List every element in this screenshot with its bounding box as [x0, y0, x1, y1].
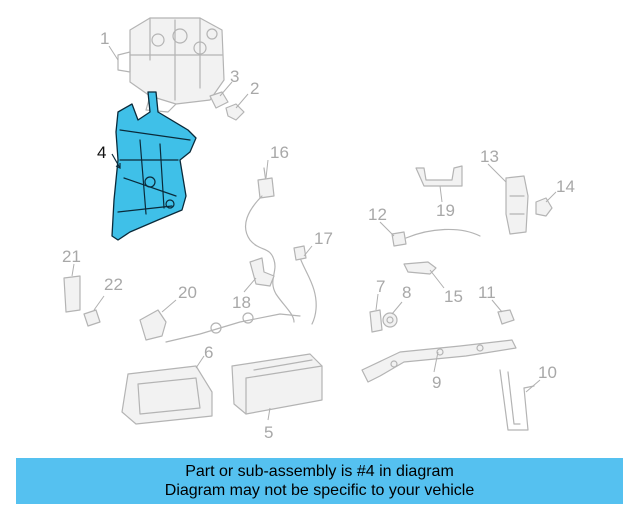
part-9-rail-bracket [361, 339, 517, 383]
part-19-clip [415, 165, 463, 187]
callout-5: 5 [264, 423, 273, 442]
part-4-bracket-highlighted [111, 91, 197, 241]
part-5-box [231, 353, 323, 415]
part-10-u-bracket [499, 369, 535, 431]
part-14-connector [535, 197, 553, 217]
part-11-clip [497, 309, 515, 325]
part-16-sensor-cable [245, 167, 295, 323]
part-12-sensor [391, 228, 481, 247]
callout-10: 10 [538, 363, 557, 382]
callout-3: 3 [230, 67, 239, 86]
part-1-abs-unit [117, 17, 225, 113]
callout-1: 1 [100, 29, 109, 48]
part-6-control-module [121, 365, 213, 425]
part-15-bracket [403, 261, 437, 275]
callout-labels: 1 2 3 4 5 6 7 8 9 10 11 12 13 14 15 16 1… [62, 29, 575, 442]
callout-4: 4 [97, 143, 106, 162]
leader-lines [71, 45, 557, 421]
part-7-sensor [369, 309, 383, 333]
callout-8: 8 [402, 283, 411, 302]
callout-11: 11 [478, 283, 496, 302]
callout-17: 17 [314, 229, 333, 248]
callout-13: 13 [480, 147, 499, 166]
callout-19: 19 [436, 201, 455, 220]
callout-20: 20 [178, 283, 197, 302]
banner-part-line: Part or sub-assembly is #4 in diagram [185, 463, 454, 480]
parts-diagram: 1 2 3 4 5 6 7 8 9 10 11 12 13 14 15 16 1… [62, 17, 575, 442]
part-21-bracket [63, 275, 81, 313]
callout-7: 7 [376, 277, 385, 296]
callout-12: 12 [368, 205, 387, 224]
part-20-clip [139, 309, 167, 341]
part-13-module [505, 175, 529, 235]
callout-9: 9 [432, 373, 441, 392]
banner-disclaimer-line: Diagram may not be specific to your vehi… [164, 482, 475, 499]
callout-18: 18 [232, 293, 251, 312]
callout-14: 14 [556, 177, 575, 196]
part-22-clip [83, 309, 101, 327]
callout-6: 6 [204, 343, 213, 362]
callout-21: 21 [62, 247, 81, 266]
callout-15: 15 [444, 287, 463, 306]
part-18-cable-bracket [165, 257, 301, 343]
part-17-sensor-cable [293, 245, 317, 325]
callout-22: 22 [104, 275, 123, 294]
part-8-nut [382, 312, 398, 328]
callout-16: 16 [270, 143, 289, 162]
callout-2: 2 [250, 79, 259, 98]
part-3-bushing [209, 91, 229, 109]
part-2-grommet [225, 103, 245, 121]
info-banner: Part or sub-assembly is #4 in diagram Di… [16, 458, 623, 504]
